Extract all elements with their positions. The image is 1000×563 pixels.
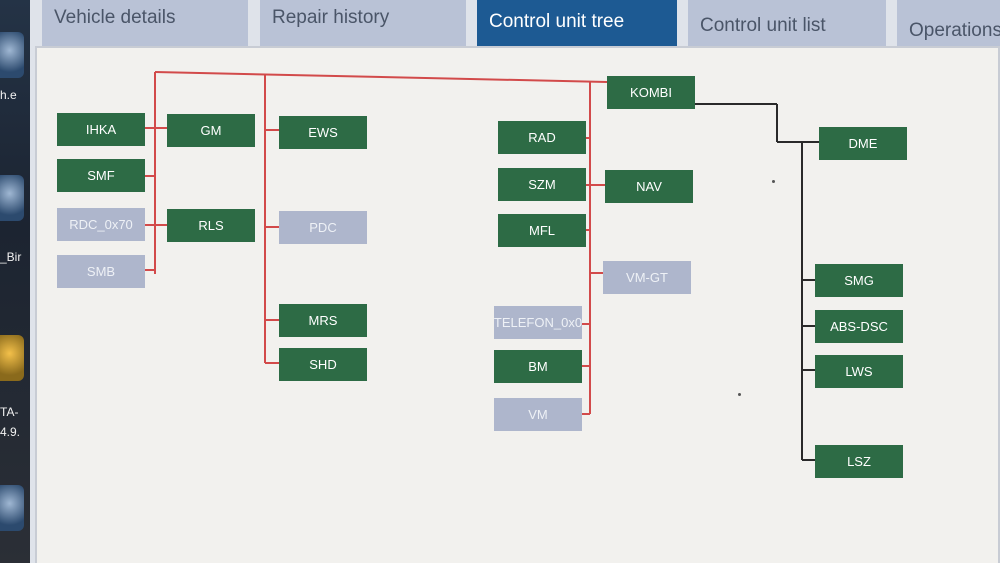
control-unit-rls[interactable]: RLS bbox=[167, 209, 255, 242]
diagnostic-app-window: Vehicle details Repair history Control u… bbox=[30, 0, 1000, 563]
app-shortcut-icon[interactable] bbox=[0, 32, 24, 78]
bus-lines bbox=[145, 71, 819, 461]
control-unit-pdc[interactable]: PDC bbox=[279, 211, 367, 244]
control-unit-rdc[interactable]: RDC_0x70 bbox=[57, 208, 145, 241]
control-unit-mfl[interactable]: MFL bbox=[498, 214, 586, 247]
control-unit-mrs[interactable]: MRS bbox=[279, 304, 367, 337]
app-shortcut-icon[interactable] bbox=[0, 175, 24, 221]
control-unit-smb[interactable]: SMB bbox=[57, 255, 145, 288]
control-unit-dme[interactable]: DME bbox=[819, 127, 907, 160]
control-unit-nav[interactable]: NAV bbox=[605, 170, 693, 203]
desktop-label: _Bir bbox=[0, 250, 22, 264]
screen-speck bbox=[738, 393, 741, 396]
screen-speck bbox=[772, 180, 775, 183]
control-unit-gm[interactable]: GM bbox=[167, 114, 255, 147]
control-unit-ews[interactable]: EWS bbox=[279, 116, 367, 149]
tab-repair-history[interactable]: Repair history bbox=[260, 0, 466, 52]
control-unit-smg[interactable]: SMG bbox=[815, 264, 903, 297]
control-unit-shd[interactable]: SHD bbox=[279, 348, 367, 381]
app-shortcut-icon[interactable] bbox=[0, 485, 24, 531]
control-unit-ihka[interactable]: IHKA bbox=[57, 113, 145, 146]
tab-vehicle-details[interactable]: Vehicle details bbox=[42, 0, 248, 52]
control-unit-bm[interactable]: BM bbox=[494, 350, 582, 383]
control-unit-vm[interactable]: VM bbox=[494, 398, 582, 431]
control-unit-kombi[interactable]: KOMBI bbox=[607, 76, 695, 109]
control-unit-telefon[interactable]: TELEFON_0x0 bbox=[494, 306, 582, 339]
desktop-label: 4.9. bbox=[0, 425, 21, 439]
control-unit-vm-gt[interactable]: VM-GT bbox=[603, 261, 691, 294]
desktop-strip: h.e _Bir TA- 4.9. bbox=[0, 0, 30, 563]
control-unit-lws[interactable]: LWS bbox=[815, 355, 903, 388]
app-shortcut-icon[interactable] bbox=[0, 335, 24, 381]
control-unit-abs-dsc[interactable]: ABS-DSC bbox=[815, 310, 903, 343]
desktop-label: h.e bbox=[0, 88, 17, 102]
tab-control-unit-list[interactable]: Control unit list bbox=[688, 0, 886, 52]
control-unit-tree-panel: KOMBI IHKA SMF RDC_0x70 SMB GM RLS EWS P… bbox=[35, 46, 1000, 563]
desktop-label: TA- bbox=[0, 405, 19, 419]
control-unit-smf[interactable]: SMF bbox=[57, 159, 145, 192]
control-unit-lsz[interactable]: LSZ bbox=[815, 445, 903, 478]
control-unit-szm[interactable]: SZM bbox=[498, 168, 586, 201]
control-unit-rad[interactable]: RAD bbox=[498, 121, 586, 154]
